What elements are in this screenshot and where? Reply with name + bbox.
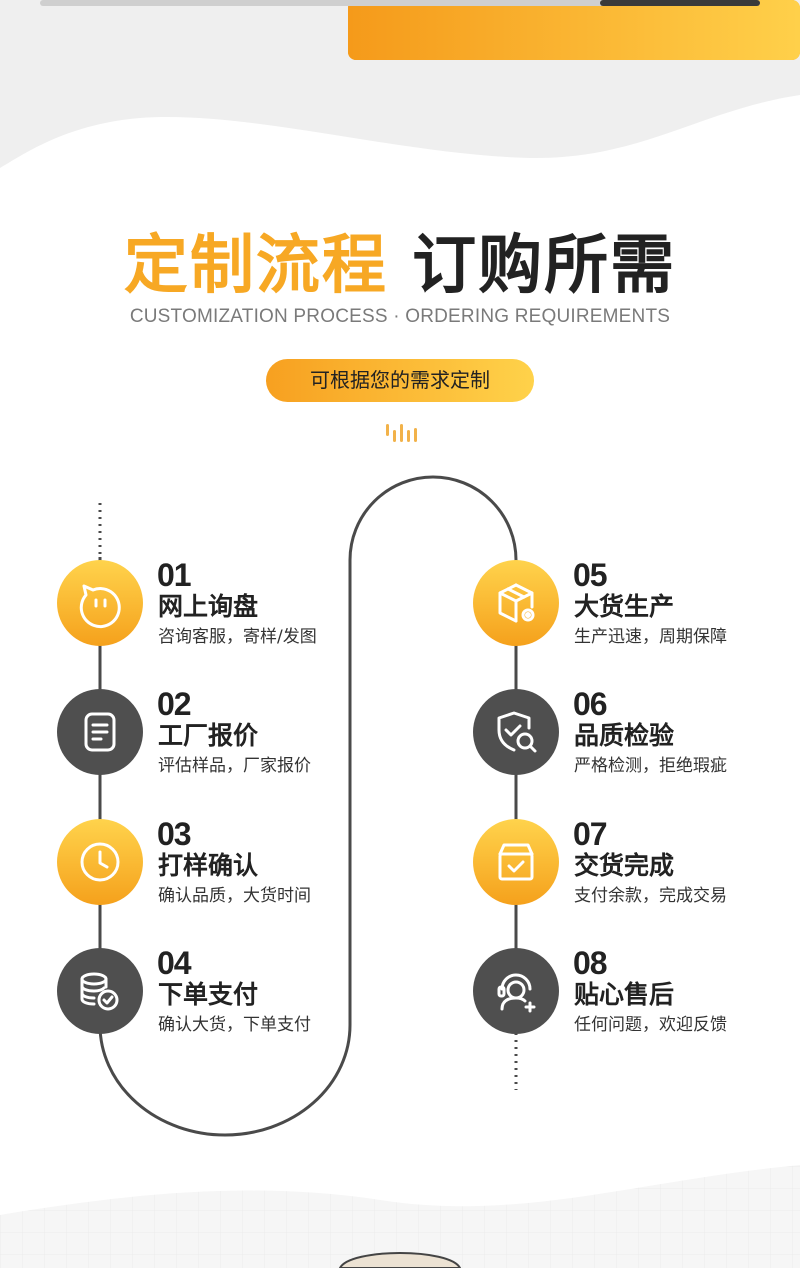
step-desc-05: 生产迅速，周期保障 [574, 627, 727, 647]
step-title-07: 交货完成 [574, 851, 675, 880]
step-desc-08: 任何问题，欢迎反馈 [574, 1015, 727, 1035]
step-desc-04: 确认大货，下单支付 [158, 1015, 311, 1035]
clock-icon [57, 819, 143, 905]
chat-bubble-icon [57, 560, 143, 646]
title-highlight: 定制流程 [123, 229, 388, 303]
step-title-05: 大货生产 [574, 592, 675, 621]
box-check-icon [473, 819, 559, 905]
step-number-08: 08 [573, 945, 608, 981]
coins-check-icon [57, 948, 143, 1034]
step-title-06: 品质检验 [574, 721, 675, 750]
step-title-04: 下单支付 [158, 980, 259, 1009]
step-number-02: 02 [157, 686, 192, 722]
page-title: 定制流程 订购所需 [0, 226, 800, 306]
step-desc-06: 严格检测，拒绝瑕疵 [574, 756, 727, 776]
step-title-02: 工厂报价 [158, 721, 259, 750]
step-number-06: 06 [573, 686, 608, 722]
step-number-07: 07 [573, 816, 608, 852]
document-icon [57, 689, 143, 775]
step-number-03: 03 [157, 816, 192, 852]
step-desc-02: 评估样品，厂家报价 [158, 756, 311, 776]
step-desc-07: 支付余款，完成交易 [574, 886, 727, 906]
shield-search-icon [473, 689, 559, 775]
step-title-01: 网上询盘 [158, 592, 259, 621]
step-number-05: 05 [573, 557, 608, 593]
step-desc-03: 确认品质，大货时间 [158, 886, 311, 906]
step-number-04: 04 [157, 945, 192, 981]
customer-service-icon [473, 948, 559, 1034]
step-title-08: 贴心售后 [574, 980, 675, 1009]
box-gear-icon [473, 560, 559, 646]
step-title-03: 打样确认 [158, 851, 259, 880]
custom-pill-badge: 可根据您的需求定制 [266, 359, 534, 402]
step-number-01: 01 [157, 557, 192, 593]
title-rest: 订购所需 [412, 229, 677, 303]
step-desc-01: 咨询客服，寄样/发图 [158, 627, 317, 647]
page-subtitle: CUSTOMIZATION PROCESS · ORDERING REQUIRE… [129, 306, 671, 327]
